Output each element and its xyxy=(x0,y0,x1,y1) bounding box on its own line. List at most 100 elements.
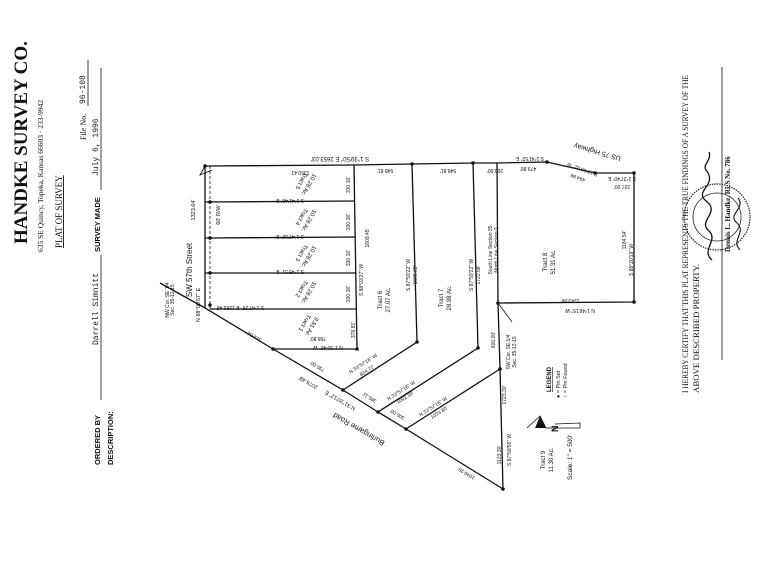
plat-label: 11.30 Ac. xyxy=(549,447,555,472)
north-arrow: N xyxy=(526,415,581,433)
plat-label: 60' R/W xyxy=(216,204,222,224)
plat-label: S 87°59'22" W xyxy=(406,259,412,292)
plat-label: 1609.45' xyxy=(365,228,371,247)
plat-label: 28.98 Ac. xyxy=(447,285,453,310)
plat-label: Sec. 35-12-15 xyxy=(512,336,518,368)
plat-label: S 1°47'38" E xyxy=(275,233,304,239)
plat-label: 314.04' xyxy=(246,329,263,342)
plat-label: 27.07 Ac. xyxy=(386,287,392,312)
north-arrow-label: N xyxy=(550,426,560,433)
tract-7-9-line xyxy=(377,162,479,413)
plat-label: S 1°41'52" E xyxy=(515,155,544,161)
plat-label: 330.16' xyxy=(346,177,352,193)
sw-corner-leader xyxy=(497,302,513,323)
plat-label: S 1°41'46" E xyxy=(275,197,304,203)
plat-label: N 1°30'48" W xyxy=(313,344,343,350)
plat-label: 2076.49' xyxy=(298,374,319,390)
legend-pin-found: ○ = Pin Found xyxy=(563,363,569,398)
company-name: HANDKE SURVEY CO. xyxy=(11,41,32,244)
certification-line-2: ABOVE DESCRIBED PROPERTY. xyxy=(691,264,701,393)
plat-label: 730.00' xyxy=(309,359,326,372)
plat-label: 600.00' xyxy=(491,332,497,348)
plat-label: S 1°47'25" E 1263.48' xyxy=(216,304,265,310)
plat-label: US 75 Highway xyxy=(573,141,622,161)
plat-label: N 88°00'57" E xyxy=(196,288,202,323)
tract-5-4-line xyxy=(204,200,356,203)
survey-made-value: July 6, 1996 xyxy=(92,118,101,176)
certification-line-1: I HEREBY CERTIFY THAT THIS PLAT REPRESEN… xyxy=(680,75,690,393)
plat-label: 200.00' xyxy=(487,167,503,173)
plat-label: 330.16' xyxy=(346,286,352,302)
plat-label: 378.81' xyxy=(351,322,357,338)
plat-label: S 88°20'19" W xyxy=(629,244,635,277)
plat-label: 330.16' xyxy=(346,250,352,266)
certification: I HEREBY CERTIFY THAT THIS PLAT REPRESEN… xyxy=(680,67,751,393)
plat-label: S 87°58'55" W xyxy=(507,434,513,467)
tract-4-3-line xyxy=(204,236,356,239)
top-boundary xyxy=(204,161,634,174)
tracts-east-line xyxy=(353,164,358,350)
ordered-by-value: Darrell Simnitt xyxy=(92,273,101,345)
plat-label: NW Cor. SE 1/4 xyxy=(165,282,171,318)
plat-label: 1350.41' xyxy=(290,169,309,175)
plat-label: 1049.35' xyxy=(457,465,476,480)
file-no-value: 96-108 xyxy=(79,75,88,104)
legend: LEGEND ● = Pin Set ○ = Pin Found xyxy=(547,363,569,398)
plat-drawing: Tract 510.28 Ac.Tract 410.28 Ac.Tract 31… xyxy=(159,141,636,491)
burlingame-road-line xyxy=(159,282,504,490)
plat-label: 395.11' xyxy=(361,390,378,403)
plat-label: South Line Section 35 xyxy=(488,225,494,274)
plat-label: 51.31 Ac. xyxy=(551,249,557,274)
plat-label: SW 57th Street xyxy=(185,242,194,297)
plat-label: S 87°59'22" W xyxy=(469,259,475,292)
nw-corner-leader xyxy=(199,165,213,176)
plat-label: 1323.64' xyxy=(191,200,197,221)
plat-label: N 31°20'12" E xyxy=(324,389,357,411)
legend-title: LEGEND xyxy=(547,366,553,392)
plat-label: 479.86' xyxy=(520,165,536,171)
plat-label: Burlingame Road xyxy=(331,411,386,448)
plat-label: 494.86' xyxy=(569,171,586,182)
plat-label: Tract 7 xyxy=(439,288,445,307)
plat-labels: Tract 510.28 Ac.Tract 410.28 Ac.Tract 31… xyxy=(165,141,636,480)
plat-title: PLAT OF SURVEY xyxy=(54,175,64,248)
plat-label: S 1°45'31" E xyxy=(275,268,304,274)
plat-label: S 1°39'50" E 2653.03' xyxy=(311,155,369,161)
plat-label: Tract 9 xyxy=(541,450,547,469)
tract-9-north-line xyxy=(405,368,501,430)
plat-label: 300.00' xyxy=(389,407,406,420)
pin-markers xyxy=(203,160,636,491)
plat-label: SW Cor. SE 1/4 xyxy=(506,334,512,369)
plat-label: 330.16' xyxy=(346,214,352,230)
signature xyxy=(701,151,713,261)
company-address: 635 SE Quincy, Topeka, Kansas 66603 · 23… xyxy=(36,100,45,252)
plat-label: 548.81' xyxy=(440,167,456,173)
signature-initials xyxy=(733,197,741,251)
surveyor-name: Dennis L. Handke, RLS No. 786 xyxy=(724,156,732,252)
legend-pin-set: ● = Pin Set xyxy=(556,370,562,398)
section-line xyxy=(496,162,504,490)
plat-label: S 88°03'37" W xyxy=(359,264,365,297)
plat-label: 1184.54' xyxy=(622,231,628,250)
plat-label: Tract 6 xyxy=(378,290,384,309)
plat-label: 1123.30' xyxy=(497,446,503,465)
plat-label: 1605.69' xyxy=(413,265,419,284)
plat-label: Tract 8 xyxy=(543,252,549,271)
plat-label: 1722.58' xyxy=(476,265,482,284)
plat-label: 548.81' xyxy=(377,167,393,173)
plat-label: 758.80' xyxy=(310,335,326,341)
plat-label: 1243.66' xyxy=(560,297,579,303)
plat-label: N 1°46'15" W xyxy=(565,307,595,313)
plat-label: S 1°27'40" E xyxy=(607,175,636,181)
plat-label: 337.00' xyxy=(614,183,630,189)
ordered-by-label: ORDERED BY xyxy=(93,415,102,465)
header: HANDKE SURVEY CO. 635 SE Quincy, Topeka,… xyxy=(11,41,115,465)
survey-made-label: SURVEY MADE xyxy=(93,197,102,252)
tract-8-boundary xyxy=(497,173,635,304)
description-label: DESCRIPTION: xyxy=(106,411,115,465)
file-no-label: File No. xyxy=(79,114,88,140)
plat-label: Sec. 35-12-15 xyxy=(170,284,176,316)
surveyor-seal xyxy=(683,183,751,251)
plat-label: 1723.30' xyxy=(502,385,508,404)
